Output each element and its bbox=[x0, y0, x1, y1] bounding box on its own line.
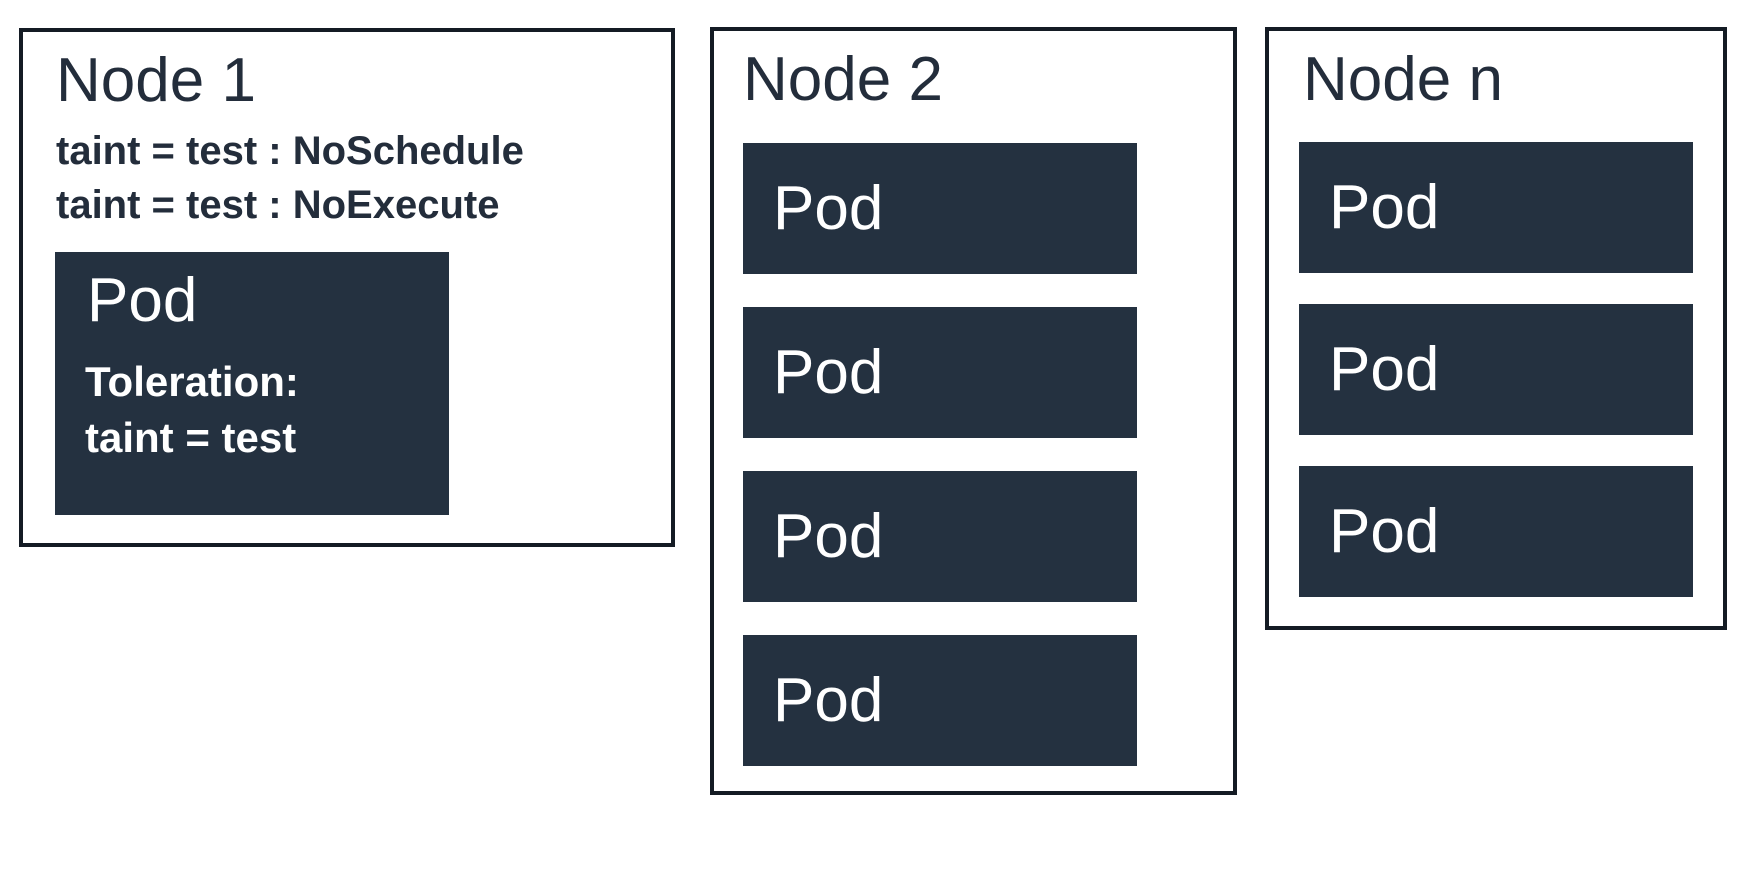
node-1-box: Node 1 taint = test : NoSchedule taint =… bbox=[19, 28, 675, 547]
node-1-title: Node 1 bbox=[56, 46, 256, 115]
toleration-value: taint = test bbox=[85, 414, 297, 461]
node-2-box: Node 2 Pod Pod Pod Pod bbox=[710, 27, 1237, 795]
taint-line-noexecute: taint = test : NoExecute bbox=[56, 183, 500, 227]
node-n-title: Node n bbox=[1303, 45, 1503, 114]
toleration-heading: Toleration: bbox=[85, 358, 299, 405]
node-1-taints: taint = test : NoSchedule taint = test :… bbox=[56, 124, 524, 232]
pod-label: Pod bbox=[87, 266, 198, 335]
pod-box: Pod bbox=[1299, 142, 1693, 273]
pod-box: Pod bbox=[1299, 466, 1693, 597]
pod-box-with-toleration: Pod Toleration: taint = test bbox=[55, 252, 449, 515]
pod-toleration: Toleration: taint = test bbox=[85, 354, 299, 466]
node-2-pod-list: Pod Pod Pod Pod bbox=[743, 143, 1137, 766]
pod-box: Pod bbox=[1299, 304, 1693, 435]
pod-box: Pod bbox=[743, 635, 1137, 766]
node-2-title: Node 2 bbox=[743, 45, 943, 114]
pod-box: Pod bbox=[743, 471, 1137, 602]
pod-box: Pod bbox=[743, 307, 1137, 438]
pod-box: Pod bbox=[743, 143, 1137, 274]
node-n-box: Node n Pod Pod Pod bbox=[1265, 27, 1727, 630]
taint-line-noschedule: taint = test : NoSchedule bbox=[56, 129, 524, 173]
node-n-pod-list: Pod Pod Pod bbox=[1299, 142, 1693, 597]
